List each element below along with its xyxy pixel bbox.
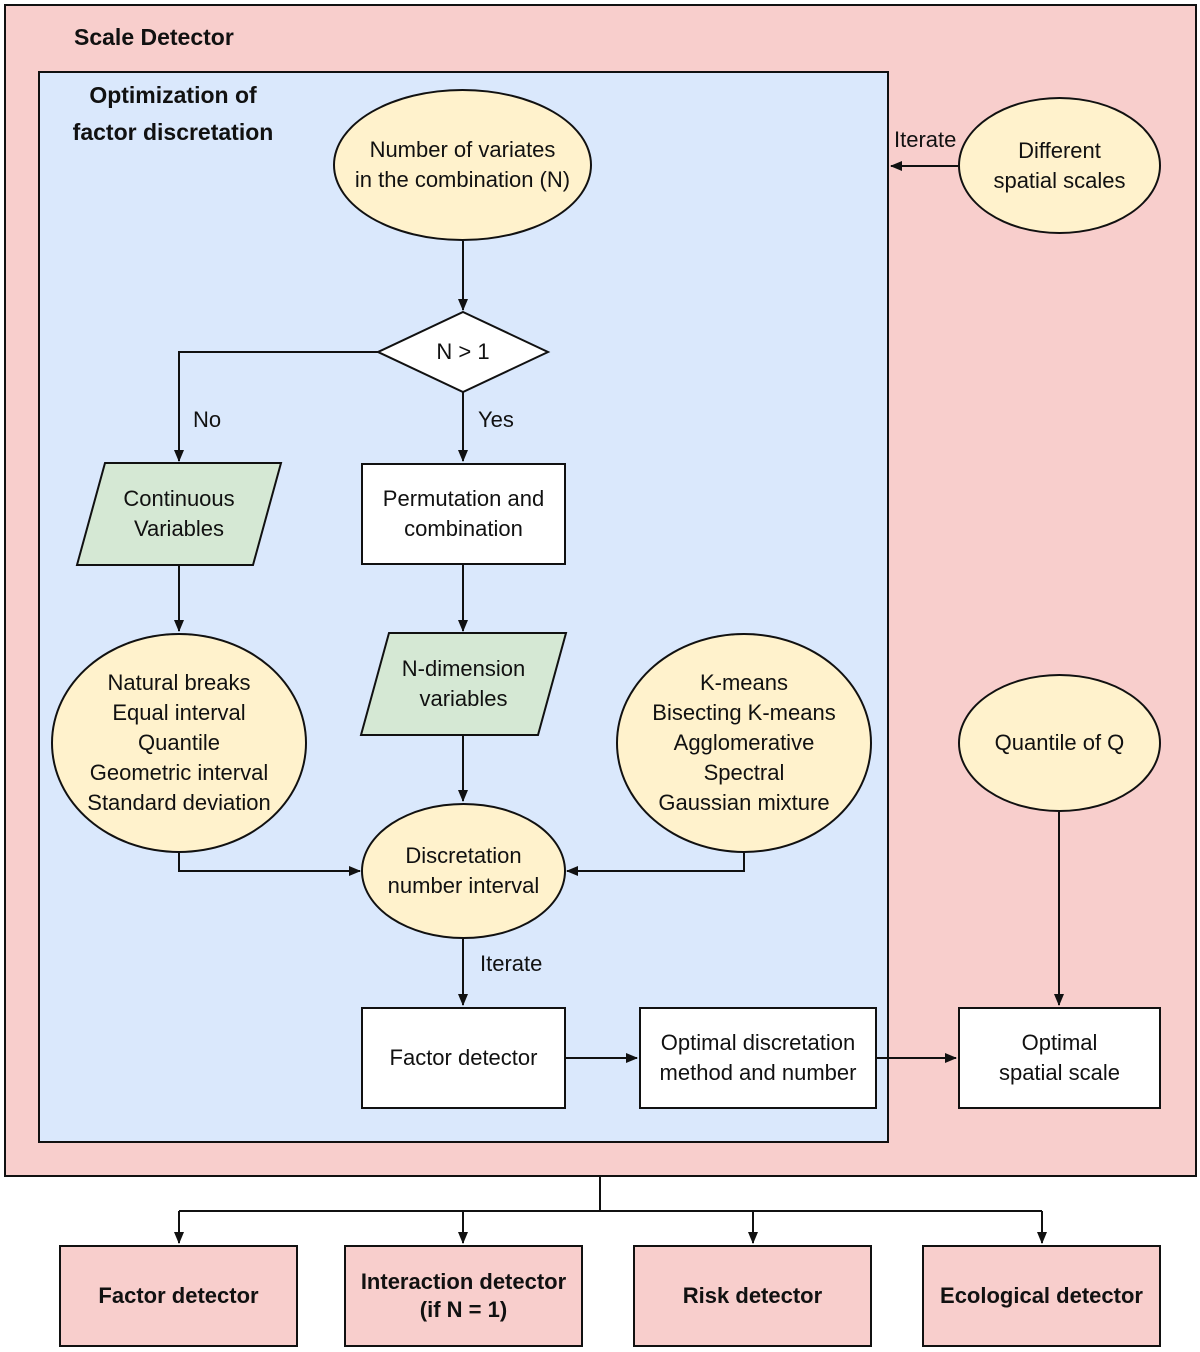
factor-detector-output: Factor detector [59,1245,298,1347]
quantile-of-q-ellipse: Quantile of Q [958,674,1161,812]
edge-label-yes: Yes [478,407,514,432]
edge-natural-to-interval [178,853,361,876]
edge-label-iterate-outer: Iterate [894,127,957,152]
interaction-detector-output: Interaction detector (if N = 1) [344,1245,583,1347]
clustering-methods-ellipse: K-means Bisecting K-means Agglomerative … [616,633,872,853]
continuous-variables-label: Continuous Variables [123,486,235,541]
scale-detector-title: Scale Detector [74,24,234,50]
number-of-variates-ellipse: Number of variates in the combination (N… [333,89,592,241]
permutation-combination-box: Permutation and combination [361,463,566,565]
edge-kmeans-to-interval [566,853,745,876]
continuous-variables-parallelogram [75,462,283,566]
ecological-detector-output: Ecological detector [922,1245,1161,1347]
classification-methods-ellipse: Natural breaks Equal interval Quantile G… [51,633,307,853]
n-dimension-parallelogram [359,632,568,736]
factor-detector-box: Factor detector [361,1007,566,1109]
optimal-discretation-box: Optimal discretation method and number [639,1007,877,1109]
optimization-title: Optimization of factor discretation [72,82,274,145]
discretation-interval-ellipse: Discretation number interval [361,803,566,939]
edge-decision-no [174,351,378,462]
different-spatial-scales-ellipse: Different spatial scales [958,97,1161,234]
risk-detector-output: Risk detector [633,1245,872,1347]
optimal-spatial-scale-box: Optimal spatial scale [958,1007,1161,1109]
n-dimension-variables-label: N-dimension variables [401,656,526,711]
decision-label: N > 1 [436,339,490,364]
edge-label-no: No [193,407,222,432]
edge-label-iterate-inner: Iterate [480,951,543,976]
